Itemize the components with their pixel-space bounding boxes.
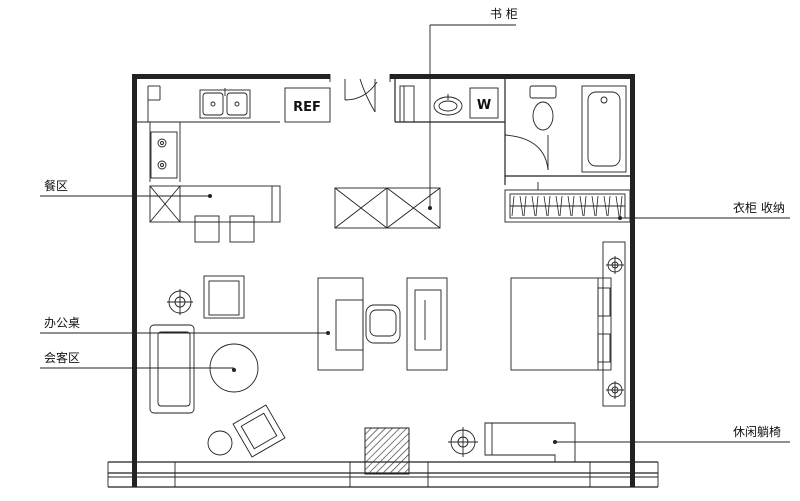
wardrobe-hanger [615,195,620,217]
wardrobe-hanger [571,195,575,217]
label-bookcase: 书 柜 [490,7,518,21]
structural-column [364,427,410,475]
lounge-chair [484,422,576,463]
wardrobe-hanger [547,195,551,217]
side-table-lamp [167,289,193,315]
bookcase [334,187,441,229]
label-desk: 办公桌 [44,315,80,330]
wardrobe-hanger [567,195,572,217]
bathroom [394,79,630,185]
wardrobe-hanger [519,195,524,217]
lounge-armchair [232,404,286,458]
floor-lamp [448,427,478,457]
label-lounge: 休闲躺椅 [733,424,781,439]
bathtub [581,85,627,173]
wardrobe-hanger [583,195,587,217]
tv-console [406,277,448,371]
bar-stools [194,215,255,243]
wardrobe-hanger [555,195,560,217]
bedside-lamps [606,256,624,399]
label-dining: 餐区 [44,178,68,193]
label-wardrobe: 衣柜 收纳 [733,200,785,215]
wardrobe-hanger [559,195,563,217]
cooktop [150,131,178,179]
wardrobe-hanger [595,195,599,217]
wardrobe [504,182,631,223]
round-stool [207,430,233,456]
armchair [203,275,245,319]
office-chair [365,304,401,344]
dining-counter [149,185,281,223]
washer-label: W [477,98,491,113]
kitchen-sink [199,88,251,119]
outer-walls [132,74,635,464]
wardrobe-hanger [619,195,623,217]
bed [510,241,626,407]
wardrobe-hanger [579,195,584,217]
wardrobe-hanger [603,195,608,217]
desk [317,277,364,371]
bathroom-sink [433,94,463,116]
toilet [529,85,557,131]
wardrobe-hanger [531,195,536,217]
wardrobe-hanger [543,195,548,217]
washer: W [469,87,499,119]
wardrobe-hanger [511,195,515,217]
wardrobe-hanger [607,195,611,217]
refrigerator: REF [284,87,331,123]
wardrobe-hanger [535,195,539,217]
sofa [149,324,195,414]
wardrobe-hanger [591,195,596,217]
wardrobe-hanger [523,195,527,217]
kitchen-counter [137,85,280,182]
leader-lines [40,24,790,444]
refrigerator-label: REF [293,100,321,115]
entry-door [344,78,378,113]
label-living: 会客区 [44,350,80,365]
